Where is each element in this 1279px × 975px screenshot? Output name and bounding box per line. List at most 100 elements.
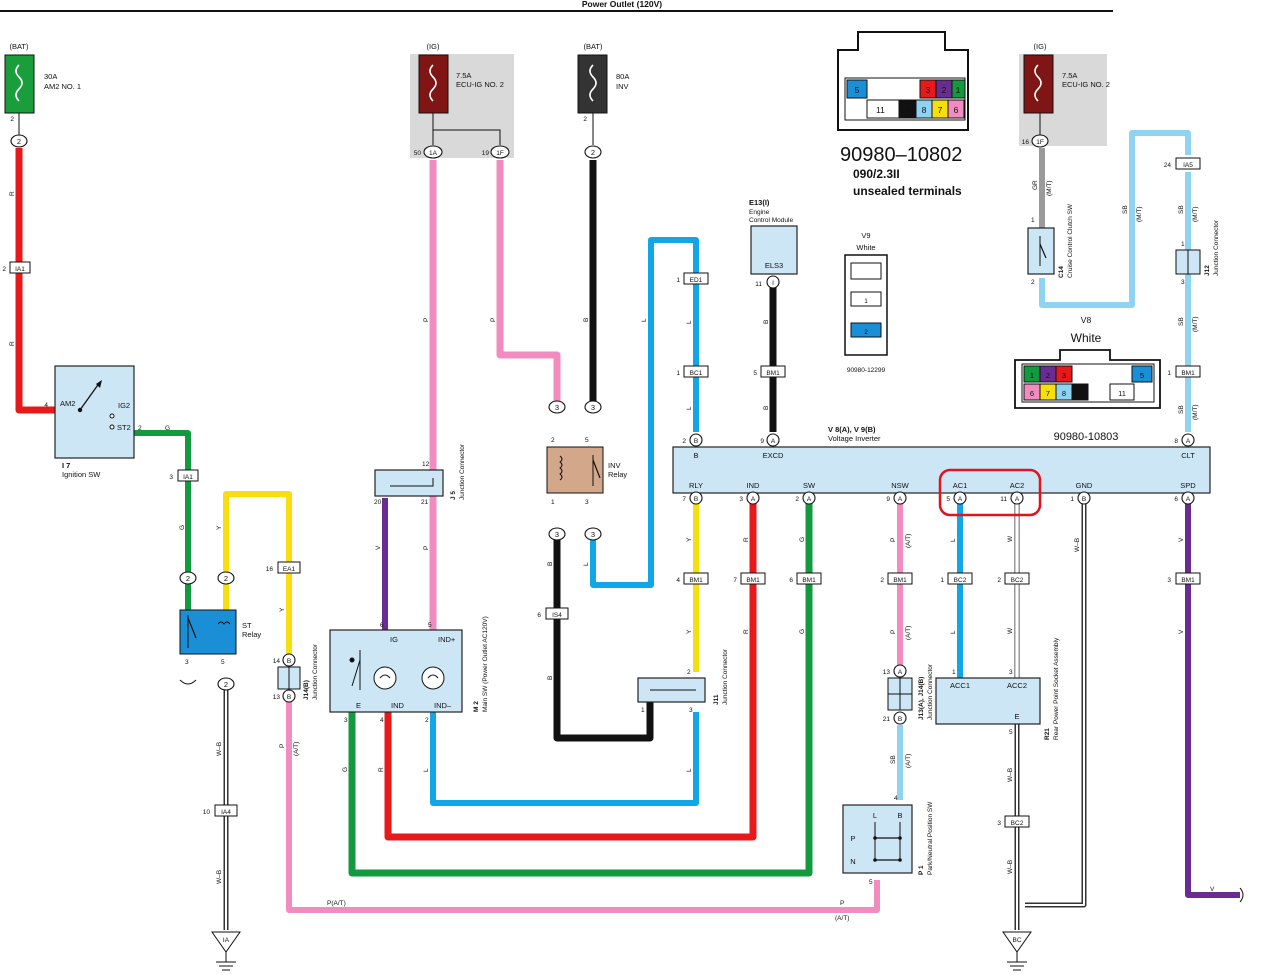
svg-text:1: 1 [676,370,680,377]
svg-text:Junction Connector: Junction Connector [1213,219,1220,276]
wire-green-st2 [134,430,191,610]
svg-text:IA: IA [223,937,230,944]
svg-text:14: 14 [273,658,281,665]
junction-j5: 12 20 21 J 5 Junction Connector [374,443,466,506]
svg-text:3: 3 [689,707,693,714]
svg-text:3: 3 [591,403,595,412]
svg-text:P: P [423,318,430,322]
svg-text:L: L [641,318,648,322]
svg-text:50: 50 [414,150,422,157]
svg-text:2: 2 [997,577,1001,584]
svg-text:9: 9 [760,438,764,445]
svg-text:V: V [1178,629,1185,634]
svg-text:5: 5 [1140,371,1144,380]
svg-text:Voltage Inverter: Voltage Inverter [828,434,881,443]
svg-text:6: 6 [789,577,793,584]
svg-text:A: A [1186,496,1191,503]
svg-text:W: W [1007,535,1014,542]
svg-text:ED1: ED1 [690,277,703,284]
svg-text:(M/T): (M/T) [1192,404,1199,420]
svg-text:B: B [897,811,902,820]
svg-text:B: B [1082,496,1086,503]
svg-text:1: 1 [940,577,944,584]
svg-text:5: 5 [946,496,950,503]
svg-text:L: L [583,562,590,566]
svg-text:A: A [807,496,812,503]
svg-text:SB: SB [1178,205,1185,214]
st-relay: ST Relay 3 5 [179,609,261,685]
svg-text:2: 2 [1031,279,1035,286]
svg-text:2: 2 [224,574,228,583]
svg-text:BM1: BM1 [766,370,780,377]
svg-text:IND–: IND– [434,701,452,710]
wire-labels: R R G G Y Y P (A/T) W–B W–B P P P B L V … [9,180,1215,922]
wires [15,130,1240,930]
svg-text:7.5A: 7.5A [456,71,471,80]
svg-text:SB: SB [1178,317,1185,326]
svg-text:Y: Y [686,629,693,634]
svg-text:090/2.3II: 090/2.3II [853,167,900,181]
svg-text:W: W [1007,627,1014,634]
fuse-ecuig-1: (IG) 7.5A ECU-IG NO. 2 1A 1F 50 19 [410,42,514,159]
svg-text:J12: J12 [1204,265,1211,276]
svg-text:IA4: IA4 [221,809,231,816]
svg-text:SPD: SPD [1180,481,1196,490]
svg-text:4: 4 [380,717,384,724]
svg-text:Rear Power Point Socket Assemb: Rear Power Point Socket Assembly [1053,637,1060,740]
svg-text:2: 2 [17,137,21,146]
svg-text:3: 3 [1167,577,1171,584]
svg-text:P(A/T): P(A/T) [327,900,346,907]
svg-text:ACC2: ACC2 [1007,681,1027,690]
svg-text:AM2 NO. 1: AM2 NO. 1 [44,82,81,91]
wire-pink-pat [286,696,880,913]
svg-text:J13(A), J14(B): J13(A), J14(B) [918,677,925,720]
svg-text:ELS3: ELS3 [765,261,783,270]
svg-text:4: 4 [894,795,898,802]
ground-bc: BC [1002,931,1032,971]
svg-text:21: 21 [883,716,891,723]
svg-text:EXCD: EXCD [763,451,784,460]
svg-text:2: 2 [682,438,686,445]
connector-view-v9: V9 White 1 2 90980-12299 [844,231,888,374]
svg-text:R: R [378,767,385,772]
svg-text:EA1: EA1 [283,566,296,573]
svg-text:Cruise Control Clutch SW: Cruise Control Clutch SW [1067,203,1074,278]
svg-text:V: V [375,545,382,550]
svg-text:(M/T): (M/T) [1136,206,1143,222]
svg-text:GND: GND [1076,481,1093,490]
junction-j13-j14: A 13 B 21 J13(A), J14(B) Junction Connec… [883,663,934,725]
svg-text:W–B: W–B [1074,538,1081,552]
svg-text:3: 3 [1181,279,1185,286]
svg-text:BC1: BC1 [690,370,703,377]
svg-text:SB: SB [890,755,897,764]
svg-text:A: A [898,669,903,676]
junction-j11: 2 1 3 J11 Junction Connector [637,648,729,714]
svg-text:IA1: IA1 [15,266,25,273]
svg-text:B: B [898,716,902,723]
wire-blue-ed1 [590,237,699,588]
svg-text:3: 3 [585,499,589,506]
svg-text:AM2: AM2 [60,399,75,408]
wire-yellow-st [223,491,292,658]
svg-text:30A: 30A [44,72,57,81]
svg-text:P: P [423,546,430,550]
svg-text:Junction Connector: Junction Connector [927,663,934,720]
svg-text:L: L [686,768,693,772]
svg-text:R21: R21 [1044,728,1051,740]
svg-text:(A/T): (A/T) [293,742,300,756]
wire-break-v [1239,887,1244,903]
svg-text:2: 2 [1046,371,1050,380]
svg-text:BM1: BM1 [746,577,760,584]
svg-text:J14(B): J14(B) [303,680,310,700]
svg-text:19: 19 [482,150,490,157]
svg-text:2: 2 [591,148,595,157]
svg-text:B: B [547,562,554,566]
svg-text:5: 5 [855,85,860,95]
svg-text:V 8(A), V 9(B): V 8(A), V 9(B) [828,425,876,434]
svg-text:ST2: ST2 [117,423,131,432]
svg-text:(M/T): (M/T) [1192,206,1199,222]
svg-text:White: White [1071,331,1102,345]
svg-text:SW: SW [803,481,816,490]
svg-text:A: A [751,496,756,503]
